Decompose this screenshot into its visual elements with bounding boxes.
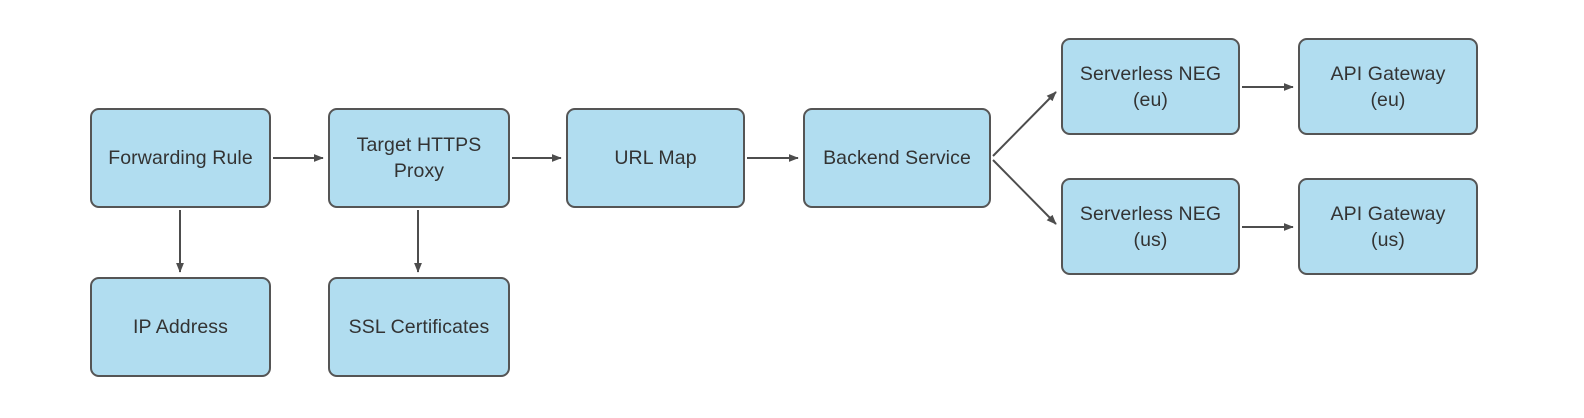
node-serverless-neg-eu[interactable]: Serverless NEG (eu) xyxy=(1061,38,1240,135)
edge-backend-service-to-serverless-neg-us xyxy=(992,159,1057,225)
node-label-target-https-proxy: Target HTTPS Proxy xyxy=(356,134,482,182)
node-backend-service[interactable]: Backend Service xyxy=(803,108,991,208)
node-label-ssl-certificates: SSL Certificates xyxy=(348,316,490,338)
node-label-forwarding-rule: Forwarding Rule xyxy=(108,147,253,169)
node-label-url-map: URL Map xyxy=(614,147,697,169)
node-label-ip-address: IP Address xyxy=(133,316,228,338)
node-ip-address[interactable]: IP Address xyxy=(90,277,271,377)
node-url-map[interactable]: URL Map xyxy=(566,108,745,208)
node-label-api-gateway-us: API Gateway (us) xyxy=(1330,202,1446,251)
node-forwarding-rule[interactable]: Forwarding Rule xyxy=(90,108,271,208)
edge-backend-service-to-serverless-neg-eu xyxy=(992,91,1057,157)
node-api-gateway-us[interactable]: API Gateway (us) xyxy=(1298,178,1478,275)
node-label-api-gateway-eu: API Gateway (eu) xyxy=(1330,62,1446,111)
node-label-serverless-neg-eu: Serverless NEG (eu) xyxy=(1079,62,1222,111)
node-ssl-certificates[interactable]: SSL Certificates xyxy=(328,277,510,377)
node-target-https-proxy[interactable]: Target HTTPS Proxy xyxy=(328,108,510,208)
node-label-serverless-neg-us: Serverless NEG (us) xyxy=(1079,202,1222,251)
node-label-backend-service: Backend Service xyxy=(823,147,971,169)
node-api-gateway-eu[interactable]: API Gateway (eu) xyxy=(1298,38,1478,135)
node-serverless-neg-us[interactable]: Serverless NEG (us) xyxy=(1061,178,1240,275)
